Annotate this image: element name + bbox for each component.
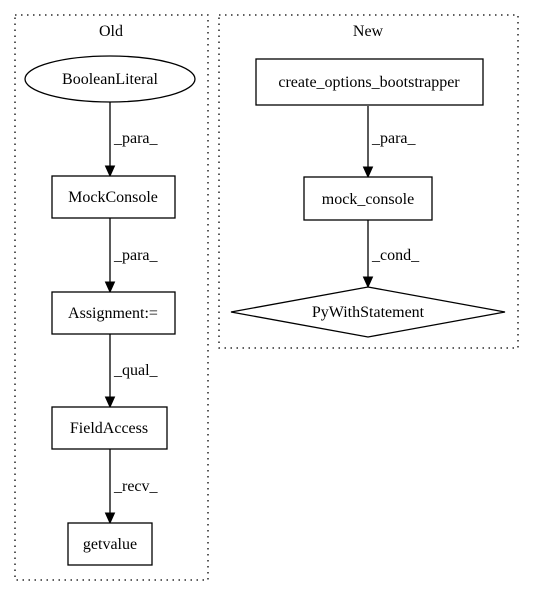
node-create-options-bootstrapper: create_options_bootstrapper <box>255 58 484 106</box>
edge-label-mock-to-with: _cond_ <box>371 247 420 264</box>
edge-label-assign-to-field: _qual_ <box>113 362 159 379</box>
node-field-access: FieldAccess <box>51 406 168 450</box>
edge-create-to-mock: _para_ <box>362 106 417 179</box>
edge-label-field-to-getvalue: _recv_ <box>113 478 159 495</box>
node-assignment: Assignment:= <box>51 291 176 335</box>
box-shape <box>303 176 433 221</box>
arrowhead <box>104 396 116 409</box>
cluster-old-border <box>14 14 209 581</box>
edge-mock-to-with: _cond_ <box>362 220 420 289</box>
node-label: PyWithStatement <box>312 304 425 321</box>
cluster-old: Old <box>14 14 209 581</box>
edge-field-to-getvalue: _recv_ <box>104 449 159 525</box>
arrowhead <box>104 281 116 294</box>
edge-assign-to-field: _qual_ <box>104 333 159 409</box>
arrowhead <box>104 165 116 178</box>
node-label: mock_console <box>322 191 414 208</box>
node-label: BooleanLiteral <box>62 71 159 88</box>
edge-mock-to-assign: _para_ <box>104 217 159 294</box>
box-shape <box>51 175 176 219</box>
node-getvalue: getvalue <box>67 522 153 566</box>
node-label: MockConsole <box>68 189 158 206</box>
cluster-new-border <box>218 14 519 349</box>
edge-bool-to-mock: _para_ <box>104 102 159 178</box>
cluster-new-label: New <box>353 23 384 40</box>
node-mock-console-old: MockConsole <box>51 175 176 219</box>
node-label: FieldAccess <box>70 420 148 437</box>
edge-label-bool-to-mock: _para_ <box>113 130 159 147</box>
node-label: create_options_bootstrapper <box>278 74 460 91</box>
arrowhead <box>362 276 374 289</box>
cluster-new: New <box>218 14 519 349</box>
node-py-with-statement: PyWithStatement <box>230 286 506 338</box>
edge-label-create-to-mock: _para_ <box>371 130 417 147</box>
arrowhead <box>104 512 116 525</box>
node-boolean-literal: BooleanLiteral <box>24 55 196 103</box>
ellipse-shape <box>24 55 196 103</box>
box-shape <box>67 522 153 566</box>
node-mock-console-new: mock_console <box>303 176 433 221</box>
diamond-shape <box>230 286 506 338</box>
node-label: Assignment:= <box>68 305 158 322</box>
box-shape <box>51 291 176 335</box>
cluster-old-label: Old <box>99 23 123 40</box>
edge-label-mock-to-assign: _para_ <box>113 247 159 264</box>
box-shape <box>255 58 484 106</box>
node-label: getvalue <box>83 536 137 553</box>
box-shape <box>51 406 168 450</box>
arrowhead <box>362 166 374 179</box>
